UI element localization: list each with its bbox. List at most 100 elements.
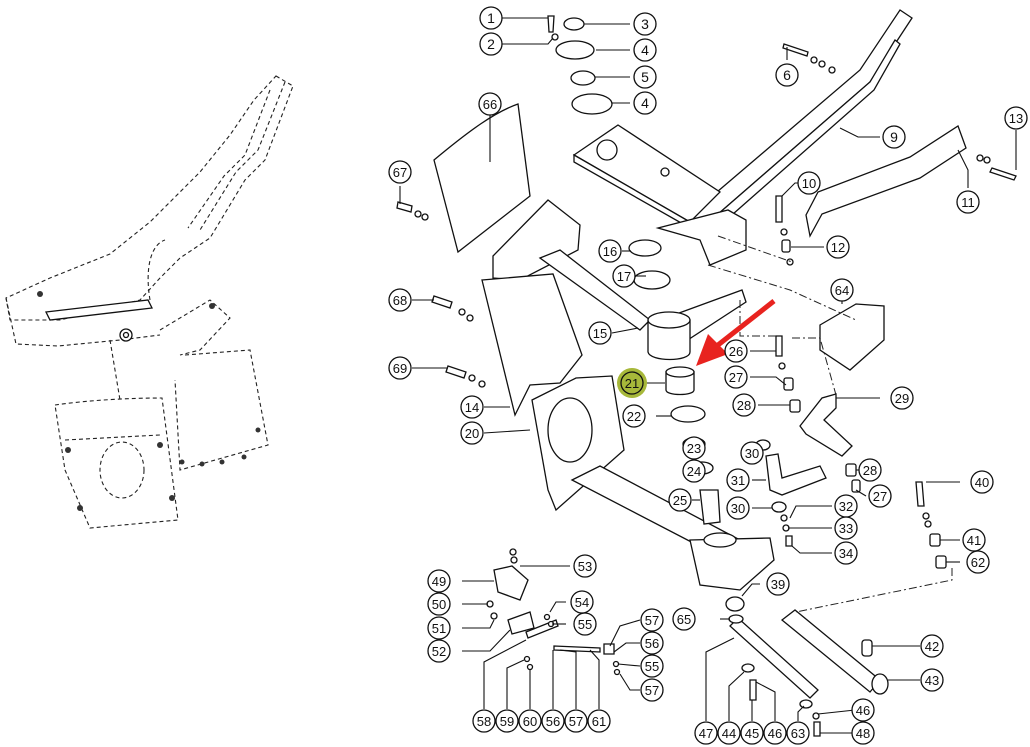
callout-29[interactable]: 29 [890, 386, 914, 410]
callout-3[interactable]: 3 [633, 12, 657, 36]
callout-32[interactable]: 32 [834, 494, 858, 518]
part-10-bolt [775, 195, 783, 223]
callout-42[interactable]: 42 [920, 634, 944, 658]
callout-64[interactable]: 64 [830, 278, 854, 302]
callout-12[interactable]: 12 [826, 235, 850, 259]
callout-49[interactable]: 49 [427, 569, 451, 593]
callout-52[interactable]: 52 [427, 639, 451, 663]
callout-24[interactable]: 24 [682, 459, 706, 483]
callout-26[interactable]: 26 [724, 339, 748, 363]
callout-label: 1 [487, 10, 495, 26]
callout-circle [564, 709, 588, 733]
callout-66[interactable]: 66 [478, 92, 502, 116]
callout-57[interactable]: 57 [564, 709, 588, 733]
callout-28[interactable]: 28 [732, 393, 756, 417]
callout-56[interactable]: 56 [541, 709, 565, 733]
callout-54[interactable]: 54 [570, 590, 594, 614]
callout-label: 50 [432, 597, 446, 612]
callout-13[interactable]: 13 [1004, 106, 1028, 130]
callout-46[interactable]: 46 [763, 721, 787, 745]
callout-39[interactable]: 39 [766, 572, 790, 596]
callout-23[interactable]: 23 [682, 436, 706, 460]
callout-46[interactable]: 46 [851, 698, 875, 722]
callout-2[interactable]: 2 [479, 32, 503, 56]
callout-15[interactable]: 15 [588, 321, 612, 345]
callout-27[interactable]: 27 [868, 484, 892, 508]
callout-16[interactable]: 16 [598, 239, 622, 263]
callout-5[interactable]: 5 [633, 65, 657, 89]
callout-34[interactable]: 34 [834, 541, 858, 565]
callout-11[interactable]: 11 [956, 190, 980, 214]
callout-65[interactable]: 65 [672, 607, 696, 631]
callout-21[interactable]: 21 [617, 368, 647, 398]
callout-circle [717, 721, 741, 745]
callout-61[interactable]: 61 [587, 709, 611, 733]
callout-circle [830, 278, 854, 302]
callout-4[interactable]: 4 [633, 38, 657, 62]
callout-51[interactable]: 51 [427, 616, 451, 640]
callout-circle [834, 516, 858, 540]
callout-68[interactable]: 68 [388, 288, 412, 312]
callout-44[interactable]: 44 [717, 721, 741, 745]
callout-58[interactable]: 58 [472, 709, 496, 733]
callout-circle [882, 125, 906, 149]
callout-label: 2 [487, 36, 495, 52]
callout-label: 56 [546, 714, 560, 729]
callout-label: 10 [802, 176, 816, 191]
callout-47[interactable]: 47 [694, 721, 718, 745]
callout-22[interactable]: 22 [622, 404, 646, 428]
callout-28[interactable]: 28 [858, 458, 882, 482]
callout-43[interactable]: 43 [920, 668, 944, 692]
callout-27[interactable]: 27 [724, 365, 748, 389]
callout-20[interactable]: 20 [460, 421, 484, 445]
part-62-sleeve [935, 555, 947, 569]
exploded-parts [396, 9, 1017, 737]
callout-label: 22 [627, 409, 641, 424]
callout-31[interactable]: 31 [726, 468, 750, 492]
callout-6[interactable]: 6 [775, 63, 799, 87]
callout-label: 20 [465, 426, 479, 441]
callout-label: 47 [699, 726, 713, 741]
callout-53[interactable]: 53 [573, 554, 597, 578]
callout-56[interactable]: 56 [640, 631, 664, 655]
callout-60[interactable]: 60 [518, 709, 542, 733]
callout-label: 42 [925, 639, 939, 654]
callout-55[interactable]: 55 [573, 612, 597, 636]
callout-10[interactable]: 10 [797, 171, 821, 195]
callout-circle [726, 496, 750, 520]
callout-57[interactable]: 57 [640, 678, 664, 702]
callout-label: 29 [895, 391, 909, 406]
callout-25[interactable]: 25 [668, 488, 692, 512]
callout-30[interactable]: 30 [726, 496, 750, 520]
callout-label: 41 [967, 533, 981, 548]
part-67-bolt [396, 201, 413, 213]
callout-4[interactable]: 4 [633, 91, 657, 115]
callout-circle [388, 288, 412, 312]
callout-label: 62 [971, 555, 985, 570]
callout-circle [622, 404, 646, 428]
callout-63[interactable]: 63 [786, 721, 810, 745]
callout-17[interactable]: 17 [612, 264, 636, 288]
callout-circle [851, 721, 875, 745]
callout-50[interactable]: 50 [427, 592, 451, 616]
callout-9[interactable]: 9 [882, 125, 906, 149]
callout-circle [668, 488, 692, 512]
callout-circle [672, 607, 696, 631]
callout-33[interactable]: 33 [834, 516, 858, 540]
callout-55[interactable]: 55 [640, 654, 664, 678]
callout-14[interactable]: 14 [460, 395, 484, 419]
callout-1[interactable]: 1 [479, 6, 503, 30]
callout-69[interactable]: 69 [388, 356, 412, 380]
callout-40[interactable]: 40 [970, 470, 994, 494]
callout-circle [388, 160, 412, 184]
callout-59[interactable]: 59 [495, 709, 519, 733]
callout-30[interactable]: 30 [740, 441, 764, 465]
callout-circle [970, 470, 994, 494]
callout-57[interactable]: 57 [640, 608, 664, 632]
callout-62[interactable]: 62 [966, 550, 990, 574]
callout-label: 63 [791, 726, 805, 741]
callout-45[interactable]: 45 [740, 721, 764, 745]
callout-67[interactable]: 67 [388, 160, 412, 184]
callout-41[interactable]: 41 [962, 528, 986, 552]
callout-48[interactable]: 48 [851, 721, 875, 745]
